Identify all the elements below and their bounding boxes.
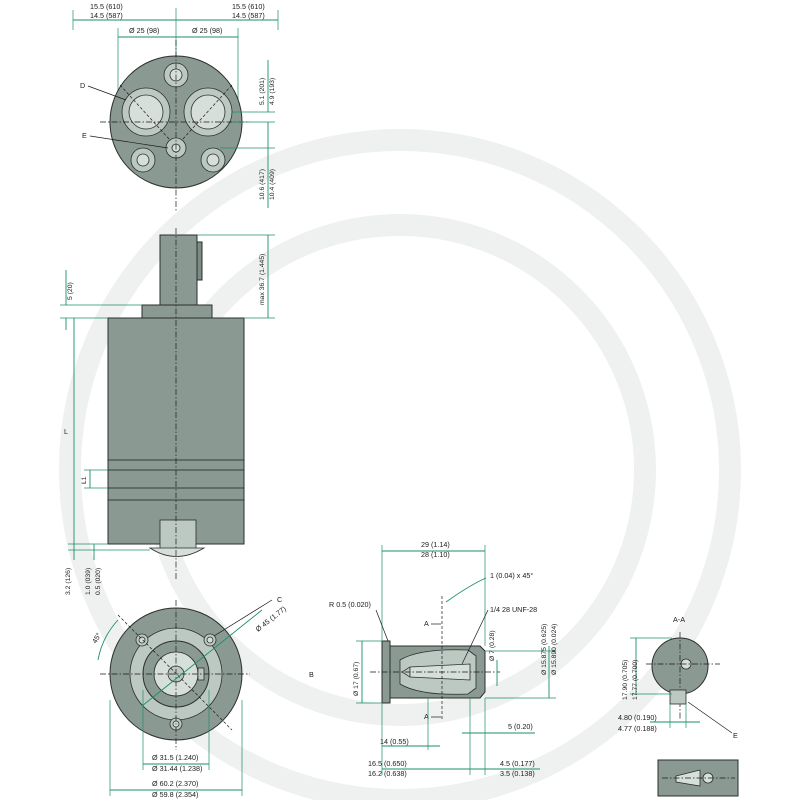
shaft-thread: 1/4 28 UNF-28 bbox=[490, 605, 537, 614]
shaft-chamfer: 1 (0.04) x 45° bbox=[490, 571, 533, 580]
top-dim-left-top: 15.5 (610) bbox=[90, 2, 123, 11]
front-dia-31-top: Ø 31.5 (1.240) bbox=[152, 753, 198, 762]
top-vert-a: 5.1 (201) bbox=[259, 78, 266, 105]
front-dia-31-bottom: Ø 31.44 (1.238) bbox=[152, 764, 202, 773]
side-view: max 36.7 (1.445) 5 (20) L L1 3.2 (126) 1… bbox=[60, 228, 275, 595]
shaft-len-5: 5 (0.20) bbox=[508, 722, 533, 731]
section-h-bottom: 17.77 (0.700) bbox=[632, 660, 639, 700]
shaft-len-16-top: 16.5 (0.650) bbox=[368, 759, 407, 768]
shaft-len-bottom: 28 (1.10) bbox=[421, 550, 450, 559]
front-dia-60-top: Ø 60.2 (2.370) bbox=[152, 779, 198, 788]
section-a-a: A-A 17.90 (0.705) 17.77 (0.700) 4.80 (0.… bbox=[618, 615, 739, 797]
shaft-dia-17: Ø 17 (0.67) bbox=[353, 662, 360, 696]
side-l1: L1 bbox=[81, 476, 88, 484]
shaft-len-4-top: 4.5 (0.177) bbox=[500, 759, 535, 768]
label-d: D bbox=[80, 81, 85, 90]
section-w-top: 4.80 (0.190) bbox=[618, 713, 657, 722]
section-a-top: A bbox=[424, 619, 429, 628]
top-vert-b: 4.9 (193) bbox=[269, 78, 276, 105]
section-h-top: 17.90 (0.705) bbox=[622, 660, 629, 700]
shaft-dia-15-bottom: Ø 15.890 (0.024) bbox=[551, 624, 558, 675]
label-c: C bbox=[277, 595, 282, 604]
section-w-bottom: 4.77 (0.188) bbox=[618, 724, 657, 733]
section-title: A-A bbox=[673, 615, 685, 624]
front-dia-60-bottom: Ø 59.8 (2.354) bbox=[152, 790, 198, 799]
top-dim-right-top: 15.5 (610) bbox=[232, 2, 265, 11]
side-shaft bbox=[159, 234, 198, 308]
side-length: L bbox=[64, 427, 68, 436]
top-dia-left: Ø 25 (98) bbox=[129, 26, 159, 35]
shaft-len-4-bottom: 3.5 (0.138) bbox=[500, 769, 535, 778]
shaft-len-14: 14 (0.55) bbox=[380, 737, 409, 746]
top-vert-c: 10.6 (417) bbox=[259, 169, 266, 200]
shaft-detail: B A A 29 (1.14) 28 (1.10) 1 (0.04) x 45°… bbox=[309, 540, 558, 778]
top-vert-d: 10.4 (409) bbox=[269, 169, 276, 200]
label-e-section: E bbox=[733, 731, 738, 740]
shaft-dia-7: Ø 7 (0.28) bbox=[489, 630, 496, 661]
front-view: 45° C Ø 45 (1.77) Ø 31.5 (1.240) Ø 31.44… bbox=[90, 595, 288, 799]
label-b: B bbox=[309, 670, 314, 679]
side-bottom-c: 0.5 (020) bbox=[95, 568, 102, 595]
side-bottom-a: 3.2 (126) bbox=[65, 568, 72, 595]
label-e-top: E bbox=[82, 131, 87, 140]
top-view: 15.5 (610) 14.5 (587) 15.5 (610) 14.5 (5… bbox=[72, 2, 279, 212]
shaft-dia-15-top: Ø 15.875 (0.625) bbox=[541, 624, 548, 675]
shaft-len-top: 29 (1.14) bbox=[421, 540, 450, 549]
shaft-radius: R 0.5 (0.020) bbox=[329, 600, 371, 609]
side-max-len: max 36.7 (1.445) bbox=[259, 254, 266, 305]
section-a-bottom: A bbox=[424, 712, 429, 721]
side-shoulder: 5 (20) bbox=[67, 282, 74, 300]
top-dim-right-bottom: 14.5 (587) bbox=[232, 11, 265, 20]
top-dia-right: Ø 25 (98) bbox=[192, 26, 222, 35]
shaft-len-16-bottom: 16.2 (0.638) bbox=[368, 769, 407, 778]
top-dim-left-bottom: 14.5 (587) bbox=[90, 11, 123, 20]
side-bottom-b: 1.0 (039) bbox=[85, 568, 92, 595]
